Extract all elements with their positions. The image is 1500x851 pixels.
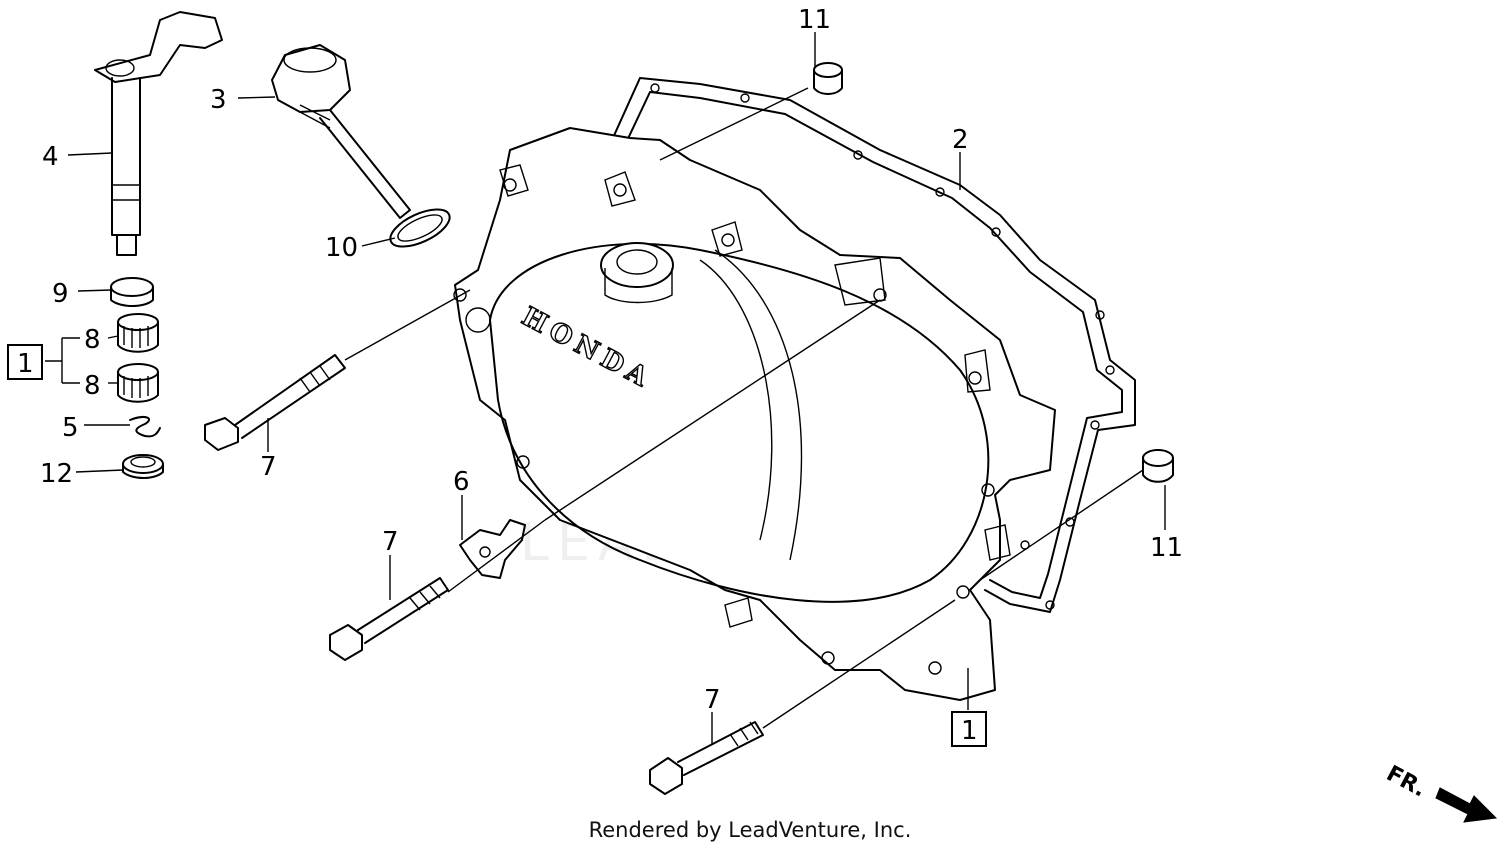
callout-8-upper: 8 — [84, 325, 101, 355]
callout-4: 4 — [42, 142, 59, 172]
bracket-part-6[interactable] — [459, 519, 526, 579]
spring-part-5[interactable] — [129, 416, 161, 438]
oil-seal-part-9[interactable] — [110, 277, 154, 307]
callout-2: 2 — [952, 125, 969, 155]
clip-part-12[interactable] — [122, 454, 164, 479]
leader-lines — [45, 32, 1166, 745]
callout-10: 10 — [325, 233, 358, 263]
bolt-part-7-bottom[interactable] — [649, 721, 764, 795]
callout-3: 3 — [210, 85, 227, 115]
callout-7-middle: 7 — [382, 527, 399, 557]
dowel-pin-part-11-right[interactable] — [1142, 449, 1174, 483]
callout-7-left: 7 — [260, 452, 277, 482]
bolt-part-7-middle[interactable] — [329, 577, 449, 661]
dowel-pin-part-11-top[interactable] — [813, 62, 843, 95]
bolt-part-7-left[interactable] — [204, 354, 346, 451]
shaft-part-4[interactable] — [94, 11, 223, 256]
callout-5: 5 — [62, 413, 79, 443]
needle-bearing-part-8-lower[interactable] — [117, 363, 159, 403]
front-label: FR. — [1382, 761, 1430, 802]
callout-box-right — [951, 711, 987, 747]
o-ring-part-10[interactable] — [385, 202, 455, 254]
callout-1-boxed-left: 1 — [17, 349, 34, 379]
gasket-part-2[interactable] — [611, 77, 1136, 613]
front-direction-indicator: FR. — [1382, 761, 1498, 823]
footer-credit: Rendered by LeadVenture, Inc. — [588, 818, 912, 842]
callout-1-boxed-right: 1 — [961, 716, 978, 746]
crankcase-cover[interactable]: HONDA — [453, 127, 1056, 701]
oil-filler-cap-part-3[interactable] — [271, 44, 411, 219]
callout-11-right: 11 — [1150, 533, 1183, 563]
callout-12: 12 — [40, 459, 73, 489]
callout-8-lower: 8 — [84, 371, 101, 401]
front-arrow-icon — [1435, 787, 1498, 823]
callout-7-bottom: 7 — [704, 685, 721, 715]
callouts: 11 2 3 4 10 9 8 8 1 5 12 7 6 7 11 1 7 — [7, 5, 1183, 747]
callout-9: 9 — [52, 279, 69, 309]
callout-box-left — [7, 344, 43, 380]
callout-11-top: 11 — [798, 5, 831, 35]
needle-bearing-part-8-upper[interactable] — [117, 313, 159, 353]
callout-6: 6 — [453, 467, 470, 497]
